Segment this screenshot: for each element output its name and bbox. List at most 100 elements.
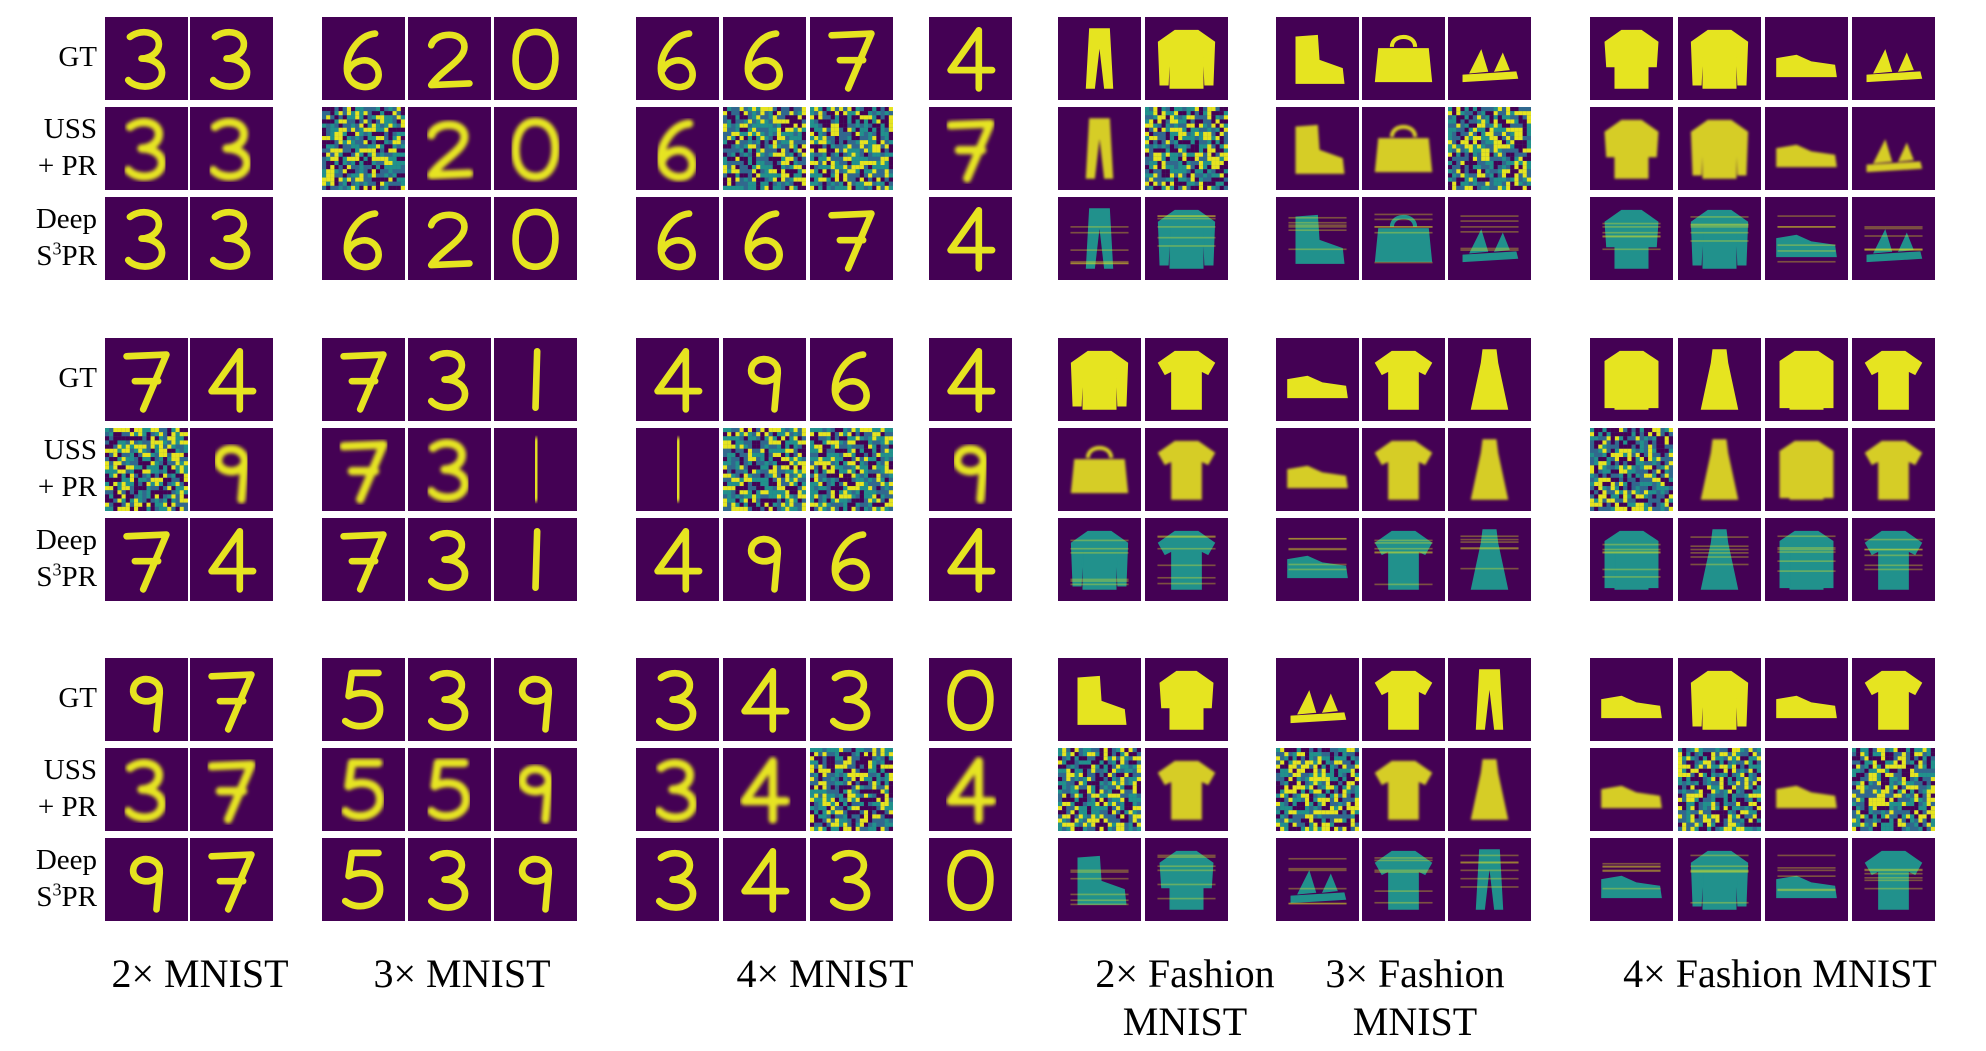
boot-image <box>1276 197 1359 280</box>
row-label-text: GT <box>58 362 97 394</box>
noise-image <box>1058 748 1141 831</box>
6-image <box>322 197 405 280</box>
column-label: 3× MNIST <box>302 950 622 998</box>
column-label-line: 3× Fashion <box>1325 951 1505 996</box>
3-image <box>105 107 188 190</box>
1-image <box>494 338 577 421</box>
noise-image <box>1590 428 1673 511</box>
pants-image <box>1448 658 1531 741</box>
shirt-image <box>1145 658 1228 741</box>
6-image <box>636 107 719 190</box>
column-label-line: 4× Fashion MNIST <box>1623 951 1937 996</box>
pants-image <box>1058 107 1141 190</box>
row-label-part: PR <box>61 240 97 272</box>
pullover-image <box>1058 518 1141 601</box>
3-image <box>190 107 273 190</box>
sandal-image <box>1276 838 1359 921</box>
tshirt-image <box>1362 838 1445 921</box>
6-image <box>723 197 806 280</box>
4-image <box>929 518 1012 601</box>
bag-image <box>1362 107 1445 190</box>
6-image <box>810 338 893 421</box>
row-label-line: + PR <box>37 791 97 823</box>
7-image <box>190 658 273 741</box>
dress-image <box>1448 518 1531 601</box>
4-image <box>636 338 719 421</box>
row-label-part: PR <box>61 561 97 593</box>
3-image <box>190 17 273 100</box>
row-label-uss: USS+ PR <box>38 432 97 506</box>
sneaker-image <box>1765 838 1848 921</box>
tshirt-image <box>1145 428 1228 511</box>
column-label-line: 2× Fashion <box>1095 951 1275 996</box>
noise-image <box>1145 107 1228 190</box>
7-image <box>322 428 405 511</box>
dress-image <box>1448 748 1531 831</box>
tshirt-image <box>1145 518 1228 601</box>
9-image <box>494 838 577 921</box>
sneaker-image <box>1590 658 1673 741</box>
shirt-image <box>1145 838 1228 921</box>
6-image <box>636 197 719 280</box>
3-image <box>190 197 273 280</box>
row-label-part: PR <box>61 881 97 913</box>
3-image <box>810 838 893 921</box>
sneaker-image <box>1590 838 1673 921</box>
bag-image <box>1362 197 1445 280</box>
bag-image <box>1058 428 1141 511</box>
4-image <box>723 838 806 921</box>
coat-image <box>1590 338 1673 421</box>
sandal-image <box>1852 17 1935 100</box>
row-label-part: S <box>36 240 53 272</box>
9-image <box>494 748 577 831</box>
row-label-uss: USS + PR <box>38 752 97 826</box>
7-image <box>810 17 893 100</box>
shirt-image <box>1590 197 1673 280</box>
pullover-image <box>1678 838 1761 921</box>
sweater-image <box>1678 17 1761 100</box>
column-label-line: MNIST <box>1352 999 1478 1044</box>
noise-image <box>1448 107 1531 190</box>
3-image <box>636 748 719 831</box>
coat-image <box>1765 428 1848 511</box>
1-image <box>494 518 577 601</box>
tshirt-image <box>1362 658 1445 741</box>
7-image <box>810 197 893 280</box>
3-image <box>810 658 893 741</box>
0-image <box>494 107 577 190</box>
row-label-line: USS <box>43 754 97 786</box>
7-image <box>322 518 405 601</box>
5-image <box>408 748 491 831</box>
tshirt-image <box>1145 748 1228 831</box>
9-image <box>105 658 188 741</box>
row-label-part: S <box>36 881 53 913</box>
4-image <box>723 658 806 741</box>
pullover-image <box>1058 338 1141 421</box>
4-image <box>190 338 273 421</box>
pullover-image <box>1678 658 1761 741</box>
boot-image <box>1058 838 1141 921</box>
2-image <box>408 107 491 190</box>
coat-image <box>1765 518 1848 601</box>
row-label-line: Deep <box>35 844 97 876</box>
3-image <box>408 518 491 601</box>
row-label-line: S3PR <box>36 879 97 916</box>
sneaker-image <box>1765 748 1848 831</box>
4-image <box>929 338 1012 421</box>
0-image <box>494 197 577 280</box>
sneaker-image <box>1276 338 1359 421</box>
column-label-line: 4× MNIST <box>736 951 914 996</box>
row-label-line: + PR <box>37 150 97 182</box>
sandal-image <box>1852 197 1935 280</box>
row-label-superscript: 3 <box>52 879 62 900</box>
9-image <box>494 658 577 741</box>
sandal-image <box>1852 107 1935 190</box>
tshirt-image <box>1852 658 1935 741</box>
7-image <box>190 748 273 831</box>
tshirt-image <box>1362 338 1445 421</box>
sneaker-image <box>1765 197 1848 280</box>
4-image <box>929 197 1012 280</box>
3-image <box>105 17 188 100</box>
sneaker-image <box>1276 518 1359 601</box>
